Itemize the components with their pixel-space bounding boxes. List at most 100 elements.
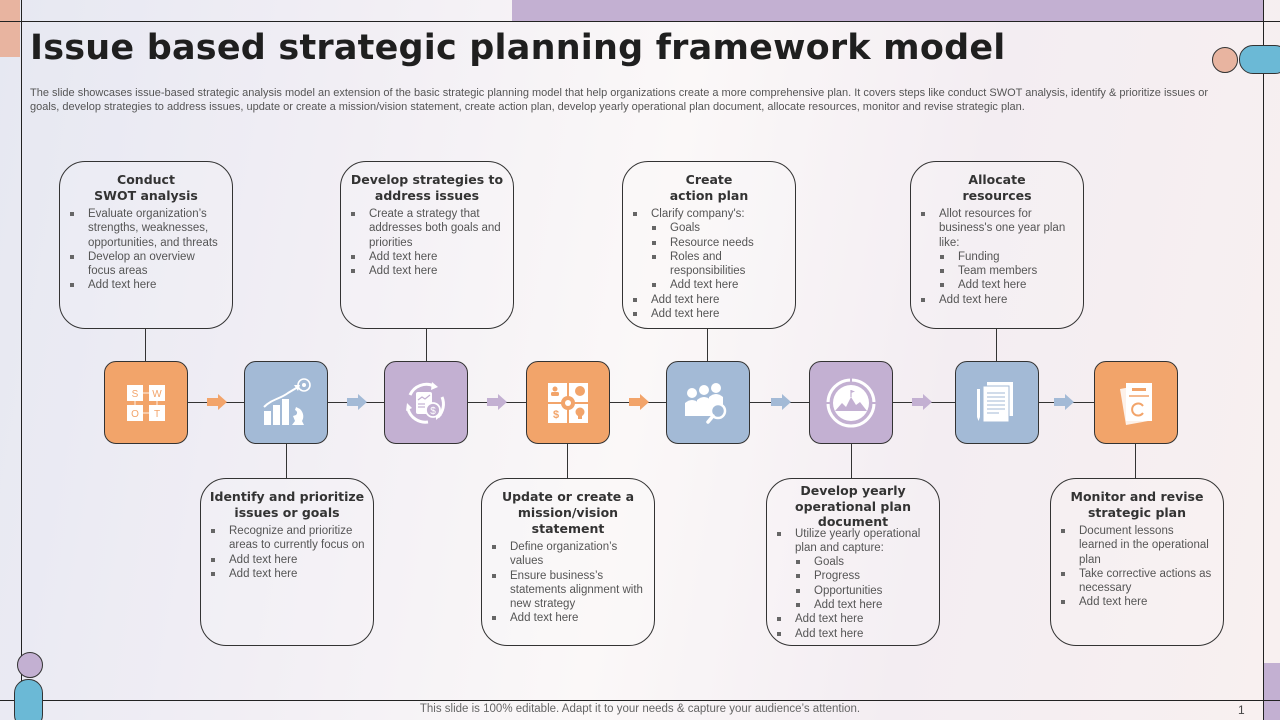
bullet: Add text here — [1059, 595, 1215, 609]
top-right-teal-pill — [1239, 45, 1280, 74]
mountain-target-icon — [826, 377, 876, 427]
bullet: Add text here — [349, 250, 505, 264]
sub-bullet: Add text here — [919, 278, 1075, 292]
step-icon-box-3: $ — [384, 361, 468, 444]
sub-bullet: Progress — [775, 569, 931, 583]
bullet: Add text here — [631, 293, 787, 307]
svg-text:T: T — [154, 409, 160, 420]
bullet: Add text here — [209, 553, 365, 567]
frame-left-line — [21, 0, 22, 720]
sub-bullet: Goals — [631, 221, 787, 235]
bullet: Add text here — [631, 307, 787, 321]
sub-bullet: Add text here — [775, 598, 931, 612]
sub-bullet: Funding — [919, 250, 1075, 264]
bullet: Add text here — [919, 293, 1075, 307]
top-purple-bar — [512, 0, 1264, 21]
sub-bullet: Roles and responsibilities — [631, 250, 787, 279]
step-icon-box-4: $ — [526, 361, 610, 444]
frame-top-line — [0, 21, 1280, 22]
page-subtitle: The slide showcases issue-based strategi… — [30, 87, 1208, 113]
swot-grid-icon: S W O T — [127, 384, 165, 421]
arrow-right-icon — [771, 394, 791, 410]
page-number: 1 — [1238, 703, 1245, 717]
svg-text:W: W — [152, 389, 162, 400]
arrow-right-icon — [347, 394, 367, 410]
step-icon-box-6 — [809, 361, 893, 444]
bottom-left-teal-pill — [14, 679, 43, 720]
bullet: Define organization’s values — [490, 540, 646, 569]
connector — [1135, 443, 1136, 478]
frame-bottom-line — [0, 700, 1280, 701]
step-icon-box-5 — [666, 361, 750, 444]
bullet: Add text here — [775, 612, 931, 626]
arrow-right-icon — [629, 394, 649, 410]
connector — [707, 329, 708, 362]
connector — [567, 443, 568, 478]
step-icon-box-2 — [244, 361, 328, 444]
svg-text:S: S — [132, 389, 139, 400]
sub-bullet: Add text here — [631, 278, 787, 292]
footer-note: This slide is 100% editable. Adapt it to… — [419, 703, 861, 715]
team-search-icon — [685, 382, 727, 424]
bullet: Create a strategy that addresses both go… — [349, 207, 505, 250]
bullet: Clarify company's: — [631, 207, 787, 221]
arrow-right-icon — [912, 394, 932, 410]
bullet: Add text here — [209, 567, 365, 581]
bullet: Add text here — [68, 278, 224, 292]
connector — [426, 329, 427, 362]
sub-bullet: Team members — [919, 264, 1075, 278]
growth-chart-chess-icon — [263, 377, 311, 425]
bullet: Develop an overview focus areas — [68, 250, 224, 279]
bullet: Document lessons learned in the operatio… — [1059, 524, 1215, 567]
arrow-right-icon — [1054, 394, 1074, 410]
top-left-salmon-block — [0, 0, 20, 57]
frame-right-line — [1263, 0, 1264, 720]
bullet: Evaluate organization’s strengths, weakn… — [68, 207, 224, 250]
bullet: Add text here — [775, 627, 931, 641]
top-right-salmon-circle — [1212, 47, 1238, 73]
revise-document-icon — [1120, 382, 1152, 425]
bullet: Utilize yearly operational plan and capt… — [775, 527, 931, 556]
step-icon-box-7 — [955, 361, 1039, 444]
bullet: Add text here — [349, 264, 505, 278]
arrow-right-icon — [207, 394, 227, 410]
sub-bullet: Goals — [775, 555, 931, 569]
step-icon-box-1: S W O T — [104, 361, 188, 444]
sub-bullet: Resource needs — [631, 236, 787, 250]
svg-text:$: $ — [553, 409, 559, 421]
financial-cycle-icon: $ — [406, 381, 445, 424]
bullet: Take corrective actions as necessary — [1059, 567, 1215, 596]
svg-text:$: $ — [430, 406, 436, 417]
bullet: Recognize and prioritize areas to curren… — [209, 524, 365, 553]
connector — [851, 443, 852, 478]
step-icon-box-8 — [1094, 361, 1178, 444]
arrow-right-icon — [487, 394, 507, 410]
bullet: Ensure business’s statements alignment w… — [490, 569, 646, 612]
business-quadrant-gear-icon: $ — [548, 382, 588, 423]
connector — [996, 329, 997, 362]
bullet: Allot resources for business's one year … — [919, 207, 1075, 250]
connector — [145, 329, 146, 362]
documents-pen-icon — [977, 381, 1013, 422]
sub-bullet: Opportunities — [775, 584, 931, 598]
bottom-left-purple-circle — [17, 652, 43, 678]
connector — [286, 443, 287, 478]
page-title: Issue based strategic planning framework… — [30, 28, 1006, 68]
svg-text:O: O — [131, 409, 139, 420]
